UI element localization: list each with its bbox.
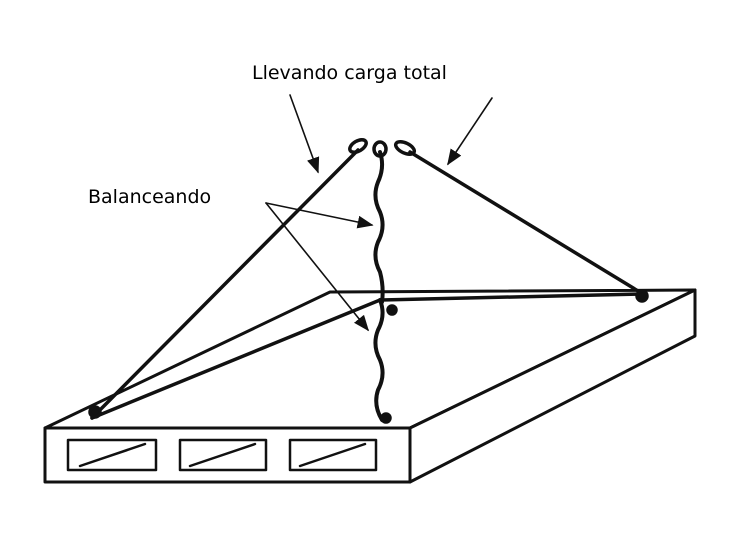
- label-balancing: Balanceando: [88, 186, 212, 208]
- hook-eye-right: [393, 140, 417, 156]
- slab-core-openings: [66, 438, 378, 472]
- cross-rope-1: [90, 298, 382, 420]
- hollow-core-slab: [43, 288, 697, 484]
- hook-eye-left: [348, 138, 368, 154]
- lifting-ropes: [88, 138, 649, 424]
- hook-eye-middle: [372, 140, 388, 158]
- right-load-rope: [408, 150, 645, 296]
- label-full-load: Llevando carga total: [252, 62, 447, 84]
- left-load-rope: [90, 148, 360, 420]
- balancing-chain-lower: [373, 298, 385, 422]
- annotation-arrows: [265, 94, 493, 332]
- cross-rope-2: [378, 292, 645, 302]
- balancing-chain-upper: [373, 150, 385, 304]
